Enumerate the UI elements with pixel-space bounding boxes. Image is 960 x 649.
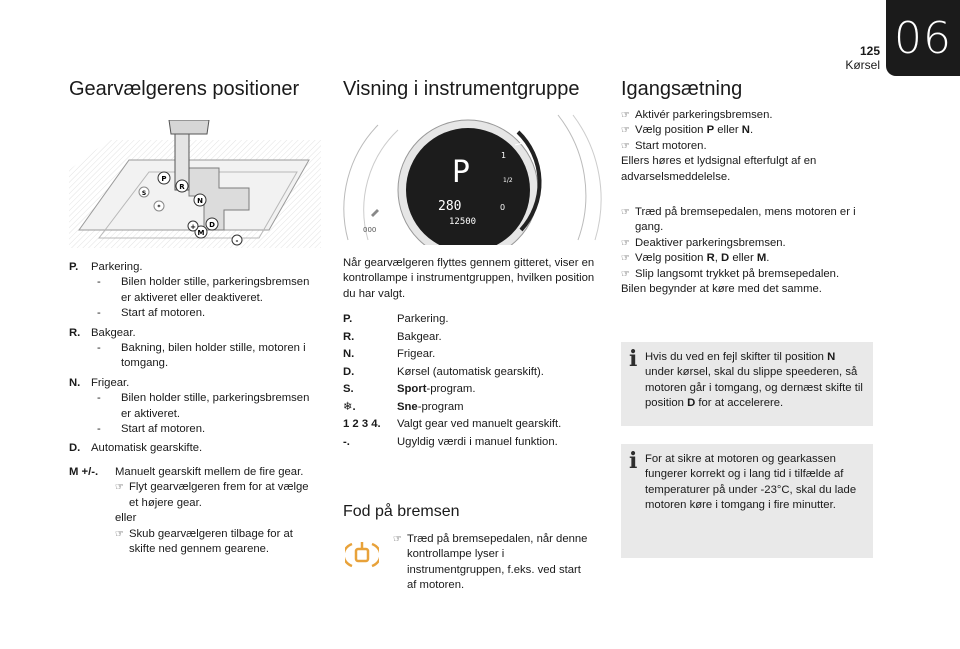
fuel-full-label: 1 <box>501 151 506 160</box>
sub-item: -Start af motoren. <box>91 306 321 321</box>
wrench-icon <box>371 209 379 217</box>
bullet-icon: ☞ <box>115 482 124 494</box>
bullet-item: ☞Flyt gearvælgeren frem for at vælge et … <box>115 480 321 511</box>
svg-text:N: N <box>197 197 203 205</box>
fuel-empty-label: 0 <box>500 203 505 212</box>
snowflake-icon: ❄. <box>343 400 356 413</box>
starting-title: Igangsætning <box>621 78 743 100</box>
bullet-item: ☞Vælg position P eller N. <box>621 123 876 138</box>
page-number: 125 <box>859 44 880 58</box>
bullet-item: ☞Start motoren. <box>621 139 876 154</box>
position-p: P. Parkering. -Bilen holder stille, park… <box>69 260 321 322</box>
bullet-icon: ☞ <box>393 534 402 545</box>
info-icon: i <box>629 448 638 474</box>
table-row: N.Frigear. <box>343 348 436 361</box>
starting-result: Bilen begynder at køre med det samme. <box>621 283 822 296</box>
brake-title: Fod på bremsen <box>343 503 460 520</box>
table-row: -.Ugyldig værdi i manuel funktion. <box>343 435 558 448</box>
table-row: S.Sport-program. <box>343 383 476 396</box>
position-label: Manuelt gearskift mellem de fire gear. <box>115 465 304 478</box>
bullet-icon: ☞ <box>621 237 630 249</box>
position-label: Frigear. <box>91 376 130 389</box>
table-row: R.Bakgear. <box>343 330 442 343</box>
table-row: 1 2 3 4.Valgt gear ved manuelt gearskift… <box>343 418 562 431</box>
bullet-icon: ☞ <box>621 125 630 137</box>
dash: - <box>97 342 101 355</box>
position-key: N. <box>69 376 81 389</box>
table-row: D.Kørsel (automatisk gearskift). <box>343 365 544 378</box>
dash: - <box>97 307 101 320</box>
info-icon: i <box>629 346 638 372</box>
bullet-icon: ☞ <box>621 268 630 280</box>
info-box-temperature: i For at sikre at motoren og gearkassen … <box>621 444 873 558</box>
dash: - <box>97 276 101 289</box>
bullet-icon: ☞ <box>621 253 630 265</box>
sub-item: -Bakning, bilen holder stille, motoren i… <box>91 341 321 372</box>
fuel-half-label: 1/2 <box>503 177 513 184</box>
position-key: M +/-. <box>69 465 99 478</box>
bullet-icon: ☞ <box>621 207 630 218</box>
svg-text:P: P <box>161 175 166 183</box>
svg-text:R: R <box>179 183 185 191</box>
bullet-item: ☞Vælg position R, D eller M. <box>621 251 876 266</box>
table-row: P.Parkering. <box>343 313 449 326</box>
sub-item: -Start af motoren. <box>91 422 321 437</box>
or-text: eller <box>115 512 137 525</box>
bullet-icon: ☞ <box>621 110 630 121</box>
position-key: P. <box>69 261 79 273</box>
svg-text:*: * <box>157 204 161 211</box>
position-label: Bakgear. <box>91 326 136 339</box>
speed-readout: 280 <box>438 199 461 214</box>
gear-positions-title: Gearvælgerens positioner <box>69 78 300 100</box>
odometer-readout: 12500 <box>449 217 476 227</box>
cluster-icon-text: 000 <box>363 226 376 234</box>
position-d: D. Automatisk gearskifte. <box>69 441 321 456</box>
bullet-item: ☞Træd på bremsepedalen, mens motoren er … <box>621 205 876 236</box>
position-label: Automatisk gearskifte. <box>91 442 203 455</box>
gear-positions-list: P. Parkering. -Bilen holder stille, park… <box>69 260 321 557</box>
bullet-item: ☞Skub gearvælgeren tilbage for at skifte… <box>115 527 321 558</box>
bullet-item: ☞Slip langsomt trykket på bremsepedalen. <box>621 267 876 282</box>
gear-indicator: P <box>452 155 470 190</box>
svg-text:D: D <box>209 221 215 229</box>
dash: - <box>97 392 101 405</box>
starting-steps-2: ☞Træd på bremsepedalen, mens motoren er … <box>621 205 876 297</box>
gear-lever-illustration: P R N S * D M + - <box>69 120 321 248</box>
position-label: Parkering. <box>91 261 143 273</box>
brake-pedal-warning-icon <box>345 542 379 568</box>
section-name: Kørsel <box>845 58 880 72</box>
instrument-cluster-illustration: 1 1/2 0 P 280 12500 000 <box>343 114 602 245</box>
sub-item: -Bilen holder stille, parkeringsbremsen … <box>91 275 321 306</box>
table-row: ❄.Sne-program <box>343 399 603 417</box>
svg-text:M: M <box>198 229 205 237</box>
bullet-item: ☞Træd på bremsepedalen, når denne kontro… <box>393 532 593 594</box>
chapter-number: 06 <box>894 12 952 64</box>
starting-steps-1: ☞Aktivér parkeringsbremsen. ☞Vælg positi… <box>621 108 876 185</box>
starting-note: Ellers høres et lydsignal efterfulgt af … <box>621 155 817 183</box>
bullet-item: ☞Aktivér parkeringsbremsen. <box>621 108 876 123</box>
brake-text-block: ☞Træd på bremsepedalen, når denne kontro… <box>393 532 593 594</box>
bullet-icon: ☞ <box>115 528 124 540</box>
chapter-tab: 06 <box>886 0 960 76</box>
bullet-item: ☞Deaktiver parkeringsbremsen. <box>621 236 876 251</box>
display-positions-table: P.Parkering. R.Bakgear. N.Frigear. D.Kør… <box>343 311 603 451</box>
instrument-intro: Når gearvælgeren flyttes gennem gitteret… <box>343 257 595 300</box>
svg-text:-: - <box>236 237 239 245</box>
position-key: D. <box>69 442 81 455</box>
info-box-neutral: i Hvis du ved en fejl skifter til positi… <box>621 342 873 426</box>
position-r: R. Bakgear. -Bakning, bilen holder still… <box>69 326 321 372</box>
svg-text:+: + <box>190 223 196 231</box>
dash: - <box>97 423 101 436</box>
bullet-icon: ☞ <box>621 140 630 152</box>
instrument-display-title: Visning i instrumentgruppe <box>343 78 580 100</box>
position-key: R. <box>69 326 81 339</box>
svg-text:S: S <box>142 190 146 197</box>
position-m: M +/-. Manuelt gearskift mellem de fire … <box>69 465 321 557</box>
position-n: N. Frigear. -Bilen holder stille, parker… <box>69 376 321 438</box>
sub-item: -Bilen holder stille, parkeringsbremsen … <box>91 391 321 422</box>
